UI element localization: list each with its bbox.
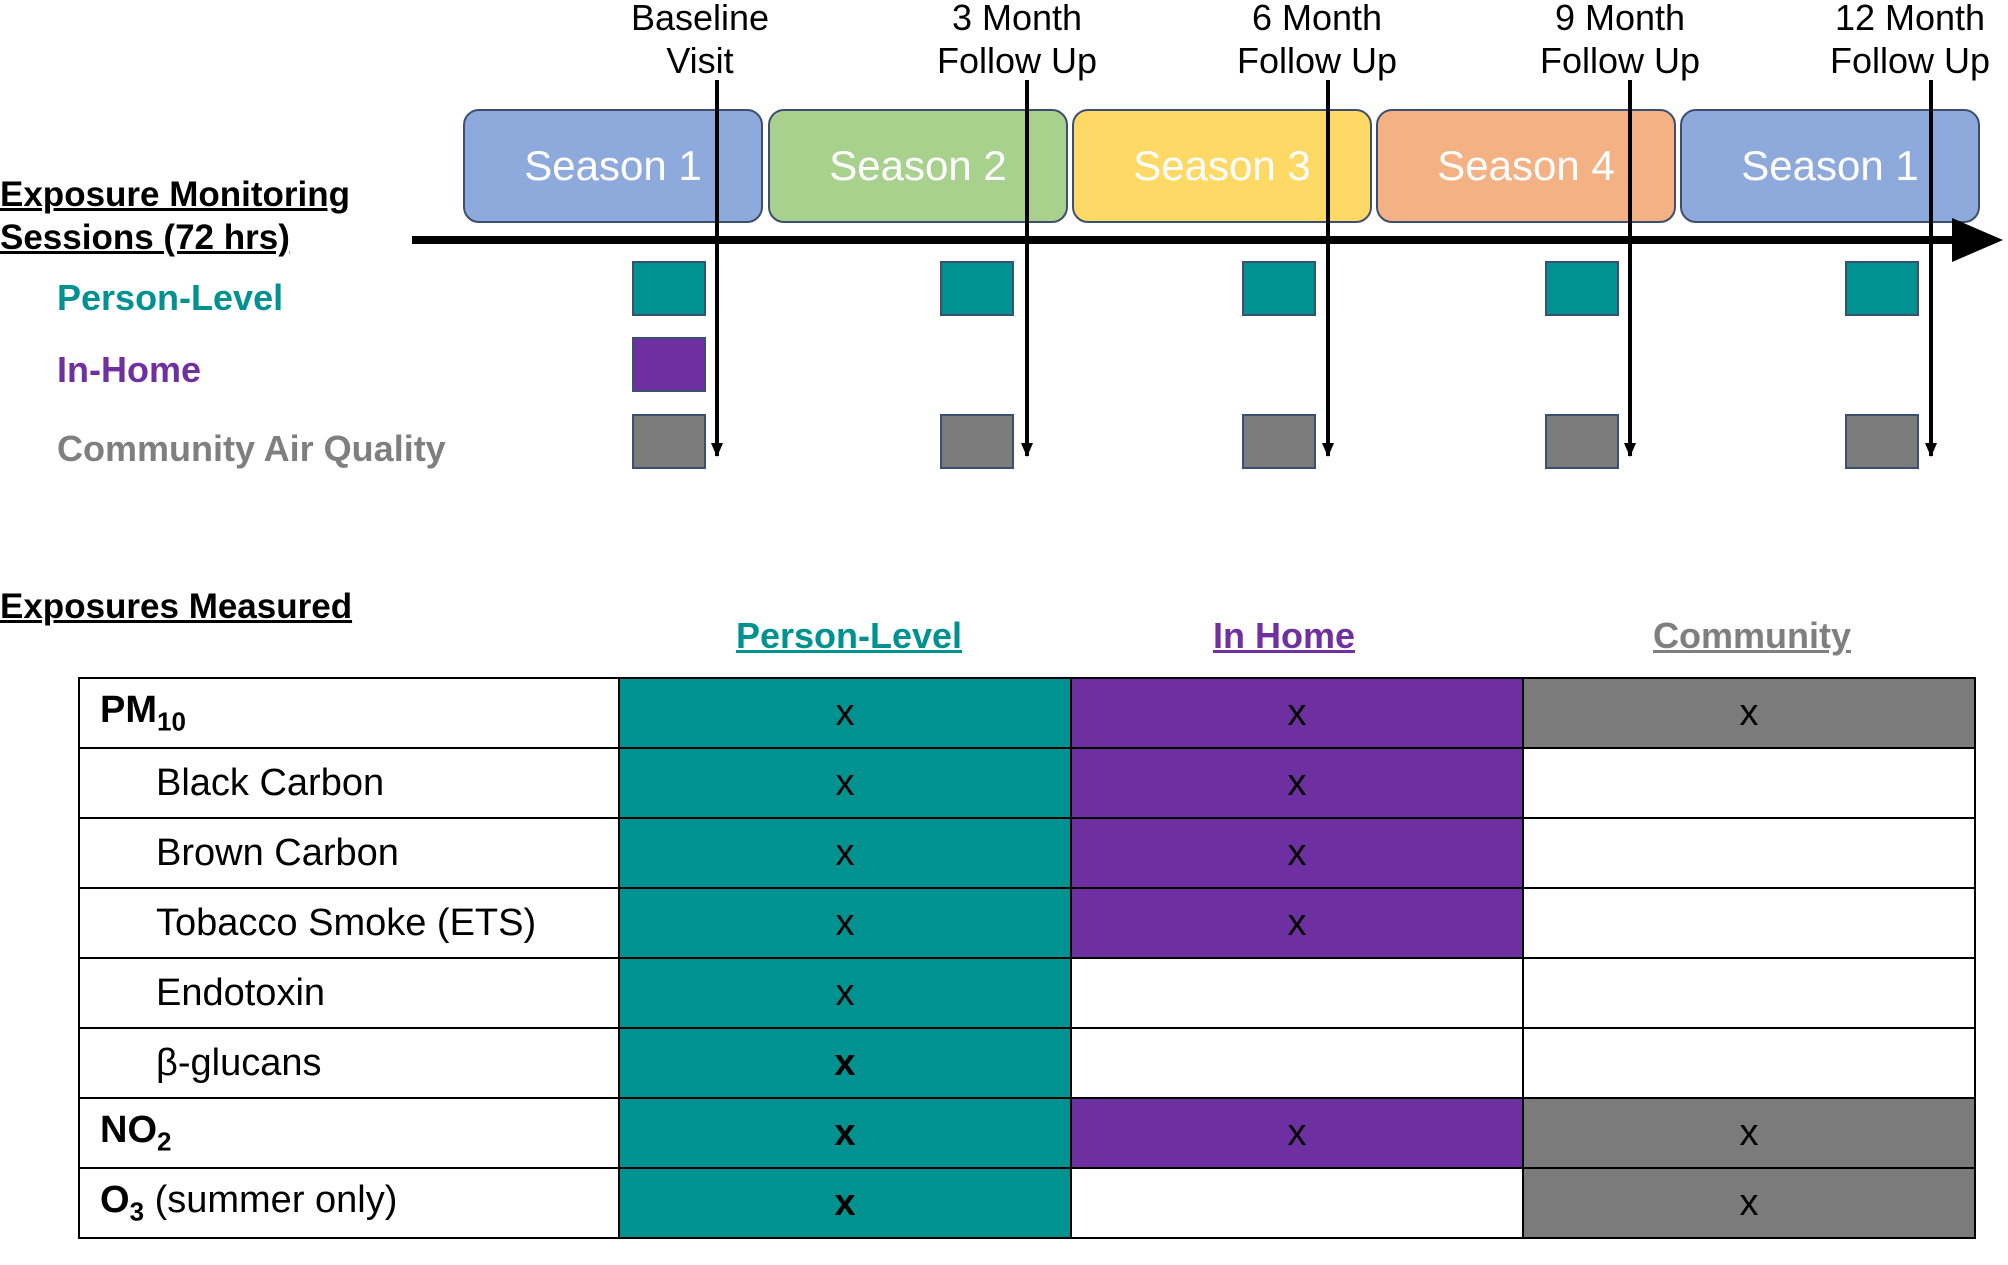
cell-home: x bbox=[1070, 817, 1524, 889]
cell-home bbox=[1070, 1027, 1524, 1099]
exposure-subscript: 3 bbox=[129, 1196, 145, 1227]
column-header-in-home: In Home bbox=[1212, 615, 1355, 656]
cell-person: x bbox=[618, 957, 1072, 1029]
session-person-4 bbox=[1545, 261, 1619, 316]
cell-person: x bbox=[618, 1097, 1072, 1169]
session-community-4 bbox=[1545, 414, 1619, 469]
exposure-name: Black Carbon bbox=[78, 747, 620, 819]
timeline-arrow bbox=[412, 218, 2003, 262]
session-community-3 bbox=[1242, 414, 1316, 469]
cell-home: x bbox=[1070, 887, 1524, 959]
table-row: β-glucans x bbox=[78, 1027, 1976, 1099]
exposure-subscript: 10 bbox=[157, 706, 186, 737]
cell-home: x bbox=[1070, 1097, 1524, 1169]
exposure-name: O3 (summer only) bbox=[78, 1167, 620, 1239]
cell-person: x bbox=[618, 817, 1072, 889]
exposure-name: NO2 bbox=[78, 1097, 620, 1169]
season-box-3: Season 3 bbox=[1072, 109, 1372, 223]
exposure-name-text: β-glucans bbox=[156, 1041, 322, 1084]
timeline-diagram bbox=[412, 80, 2003, 457]
exposure-name-text: O bbox=[100, 1178, 130, 1221]
exposure-name-text: Brown Carbon bbox=[156, 831, 399, 874]
table-row: Endotoxin x bbox=[78, 957, 1976, 1029]
season-box-4: Season 4 bbox=[1376, 109, 1676, 223]
session-person-1 bbox=[632, 261, 706, 316]
session-community-2 bbox=[940, 414, 1014, 469]
session-person-2 bbox=[940, 261, 1014, 316]
cell-community bbox=[1522, 817, 1976, 889]
cell-home: x bbox=[1070, 677, 1524, 749]
monitoring-title: Exposure Monitoring Sessions (72 hrs) bbox=[0, 175, 350, 257]
cell-community bbox=[1522, 747, 1976, 819]
cell-person: x bbox=[618, 747, 1072, 819]
session-person-3 bbox=[1242, 261, 1316, 316]
session-community-5 bbox=[1845, 414, 1919, 469]
cell-home bbox=[1070, 1167, 1524, 1239]
row-label-in-home: In-Home bbox=[57, 349, 201, 390]
cell-home bbox=[1070, 957, 1524, 1029]
cell-person: x bbox=[618, 1167, 1072, 1239]
cell-community: x bbox=[1522, 1097, 1976, 1169]
exposure-name: Tobacco Smoke (ETS) bbox=[78, 887, 620, 959]
row-label-person-level: Person-Level bbox=[57, 277, 284, 318]
cell-person: x bbox=[618, 887, 1072, 959]
cell-community bbox=[1522, 957, 1976, 1029]
exposure-name-text: Endotoxin bbox=[156, 971, 326, 1014]
exposure-subscript: 2 bbox=[157, 1126, 172, 1157]
season-box-1: Season 1 bbox=[463, 109, 763, 223]
session-home-1 bbox=[632, 337, 706, 392]
exposure-name-text: PM bbox=[100, 688, 157, 731]
exposures-title: Exposures Measured bbox=[0, 587, 353, 626]
exposure-name: β-glucans bbox=[78, 1027, 620, 1099]
cell-community bbox=[1522, 1027, 1976, 1099]
cell-community bbox=[1522, 887, 1976, 959]
cell-home: x bbox=[1070, 747, 1524, 819]
cell-person: x bbox=[618, 677, 1072, 749]
cell-person: x bbox=[618, 1027, 1072, 1099]
cell-community: x bbox=[1522, 1167, 1976, 1239]
exposure-suffix: (summer only) bbox=[144, 1178, 398, 1221]
season-box-2: Season 2 bbox=[768, 109, 1068, 223]
exposure-name-text: NO bbox=[100, 1108, 157, 1151]
exposure-name: Brown Carbon bbox=[78, 817, 620, 889]
exposure-name: Endotoxin bbox=[78, 957, 620, 1029]
exposure-name-text: Tobacco Smoke (ETS) bbox=[156, 901, 537, 944]
row-label-community-air-quality: Community Air Quality bbox=[57, 428, 446, 469]
session-person-5 bbox=[1845, 261, 1919, 316]
column-header-community: Community bbox=[1653, 615, 1851, 656]
exposure-name: PM10 bbox=[78, 677, 620, 749]
session-community-1 bbox=[632, 414, 706, 469]
exposure-name-text: Black Carbon bbox=[156, 761, 385, 804]
cell-community: x bbox=[1522, 677, 1976, 749]
column-header-person-level: Person-Level bbox=[735, 615, 963, 656]
